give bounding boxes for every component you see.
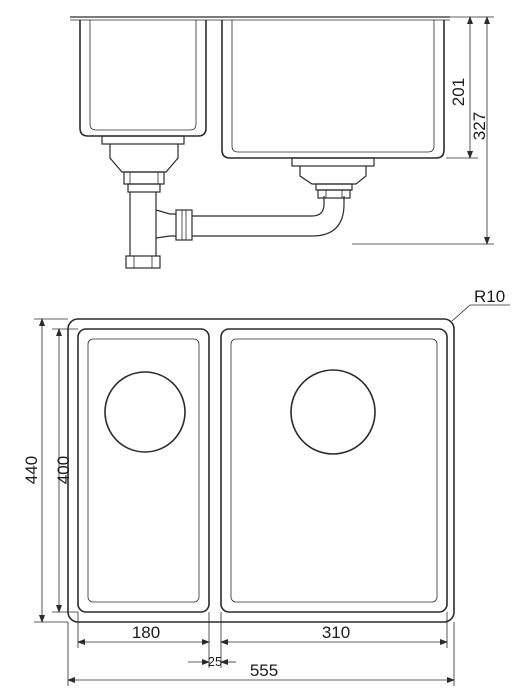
dimension-327: 327 (352, 16, 494, 245)
dim-inner-depth-label: 201 (449, 78, 468, 106)
large-bowl-drain-hole (290, 369, 376, 455)
corner-radius-callout: R10 (451, 287, 510, 322)
small-bowl-side-inner (89, 20, 197, 131)
dim-outer-height-label: 440 (22, 456, 41, 484)
trap-pipe (125, 192, 161, 269)
large-bowl-top-inner (230, 338, 438, 603)
large-bowl-drain (291, 157, 375, 199)
dim-inner-height-label: 400 (54, 456, 73, 484)
dim-small-bowl-width-label: 180 (132, 623, 160, 642)
dim-total-depth-label: 327 (470, 112, 489, 140)
dim-divider-label: 25 (208, 654, 222, 669)
small-bowl-top (77, 328, 210, 613)
dim-overall-width-label: 555 (250, 661, 278, 680)
small-bowl-drain-hole (104, 371, 186, 453)
large-bowl-top (220, 328, 448, 613)
small-bowl-side (79, 20, 207, 137)
dimension-25: 25 (188, 654, 236, 669)
sink-outer-outline (67, 318, 455, 623)
small-bowl-drain (101, 135, 185, 193)
dimension-180: 180 (77, 623, 210, 645)
connecting-pipe (155, 196, 345, 241)
small-bowl-top-inner (87, 338, 200, 603)
top-view: R10 440 400 180 310 (22, 287, 510, 686)
large-bowl-side-inner (231, 20, 435, 153)
side-view: 201 327 (70, 16, 494, 269)
dim-large-bowl-width-label: 310 (322, 623, 350, 642)
dimension-440: 440 (22, 318, 68, 623)
dimension-201: 201 (446, 16, 478, 159)
corner-radius-label: R10 (474, 287, 505, 306)
dimension-310: 310 (220, 623, 448, 645)
large-bowl-side (221, 20, 445, 159)
dimension-555: 555 (67, 661, 455, 683)
dimension-400: 400 (52, 328, 78, 613)
